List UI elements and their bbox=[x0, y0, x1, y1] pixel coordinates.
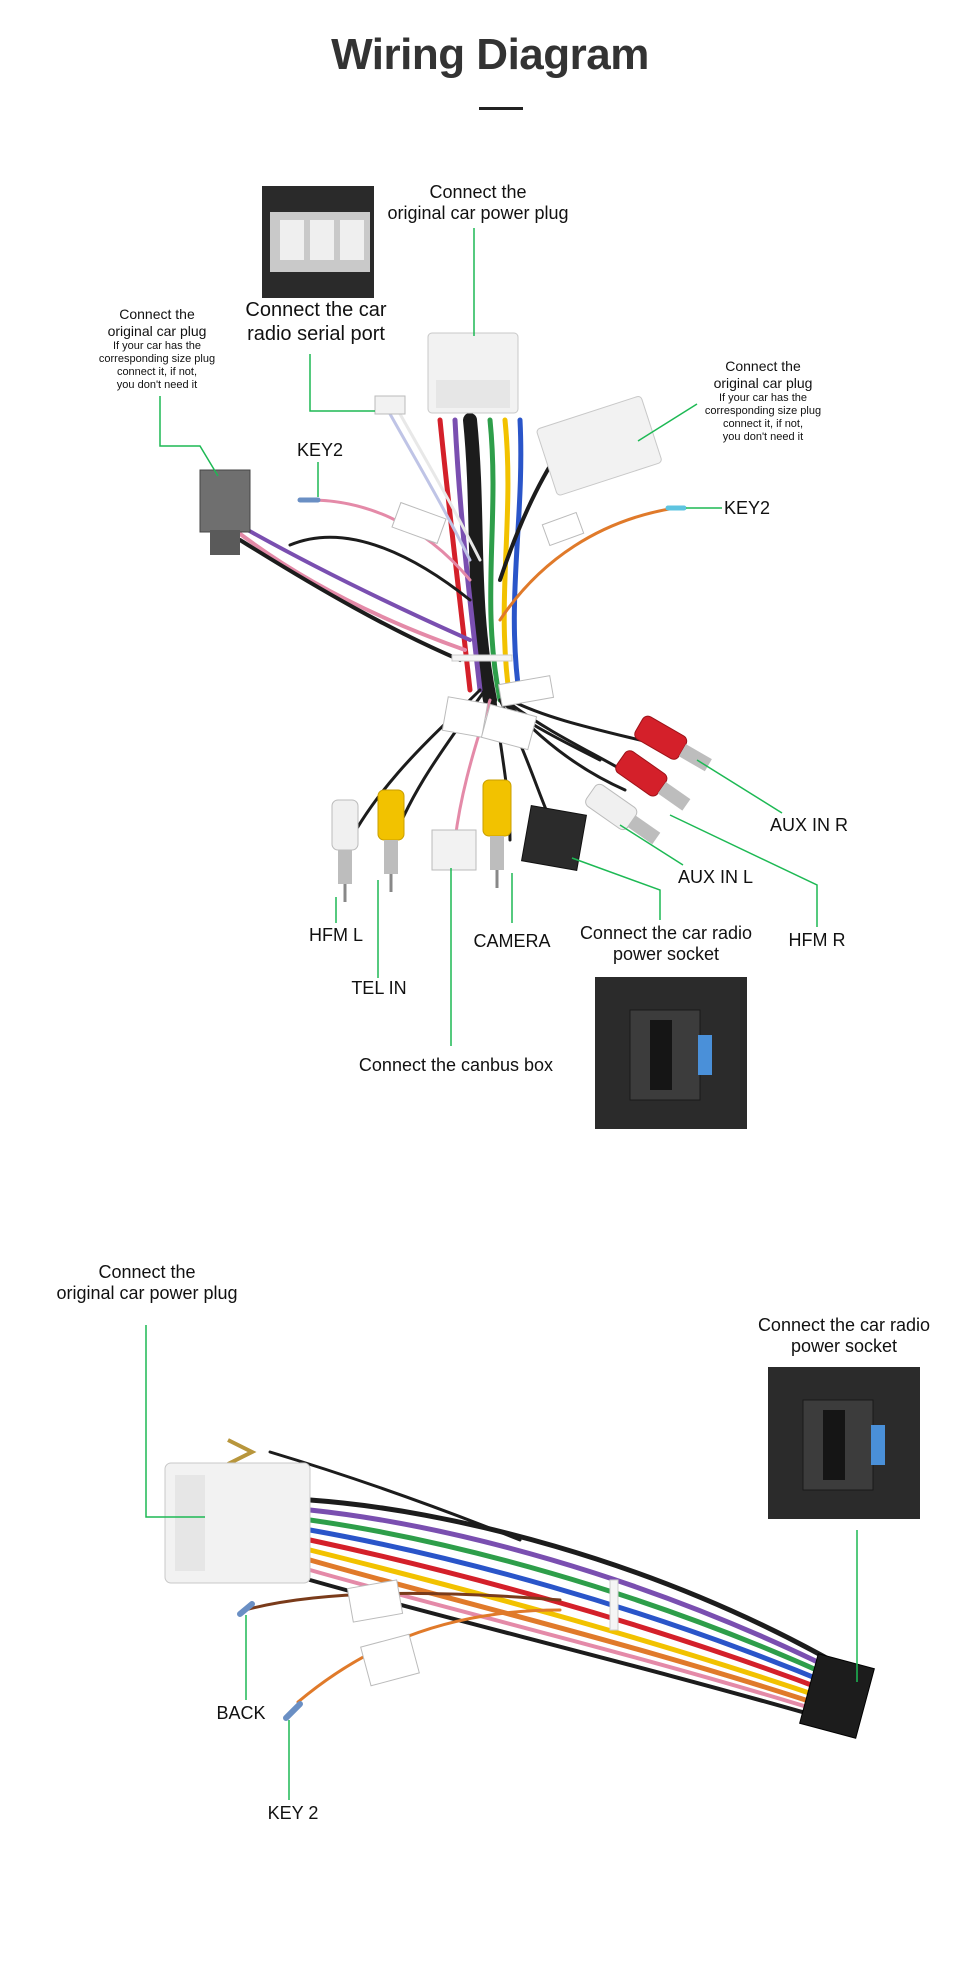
power-socket-photo bbox=[595, 977, 747, 1129]
note-line: connect it, if not, bbox=[116, 366, 198, 378]
ground-fork-terminal bbox=[227, 1438, 257, 1466]
key2-pin bbox=[283, 1701, 303, 1721]
wire-tag bbox=[391, 501, 447, 545]
label-line: Connect the car bbox=[245, 299, 387, 321]
wire-tag bbox=[480, 703, 538, 751]
label-aux-in-r: AUX IN R bbox=[770, 815, 849, 835]
back-pin bbox=[237, 1601, 255, 1617]
top-harness bbox=[159, 186, 818, 1129]
canbus-connector bbox=[431, 829, 477, 871]
back-wire-tag bbox=[346, 1579, 404, 1623]
label-key2-left: KEY2 bbox=[296, 440, 344, 460]
label-line: radio serial port bbox=[247, 323, 385, 345]
label-right-plug: Connect the original car plug If your ca… bbox=[690, 358, 836, 444]
title-underline bbox=[479, 107, 523, 110]
right-plug-note: If your car has the corresponding size p… bbox=[690, 392, 836, 444]
rca-aux-in-l bbox=[585, 783, 661, 845]
cable-tie bbox=[451, 654, 513, 662]
label-line: original car power plug bbox=[387, 203, 569, 223]
serial-port-plug bbox=[374, 395, 406, 415]
wire-tag bbox=[541, 511, 585, 547]
label-line: original car plug bbox=[107, 323, 207, 339]
top-wire-bundle bbox=[228, 403, 677, 852]
label-top-power-socket: Connect the car radio power socket bbox=[566, 923, 766, 965]
note-line: you don't need it bbox=[116, 379, 198, 391]
label-key2-right: KEY2 bbox=[724, 498, 771, 518]
label-line: Connect the bbox=[725, 358, 801, 374]
left-plug-note: If your car has the corresponding size p… bbox=[84, 340, 230, 392]
label-serial-port: Connect the car radio serial port bbox=[230, 298, 402, 346]
bottom-harness bbox=[145, 1325, 920, 1800]
label-line: power socket bbox=[790, 1336, 898, 1356]
bottom-wire-bundle bbox=[243, 1450, 833, 1722]
label-line: original car plug bbox=[713, 375, 813, 391]
label-aux-in-l: AUX IN L bbox=[678, 867, 754, 887]
label-hfm-r: HFM R bbox=[788, 930, 846, 950]
bottom-power-plug bbox=[164, 1462, 311, 1584]
cable-tie bbox=[609, 1579, 619, 1631]
label-left-plug: Connect the original car plug If your ca… bbox=[84, 306, 230, 392]
label-line: Connect the bbox=[98, 1262, 196, 1282]
label-line: Connect the car radio bbox=[579, 923, 753, 943]
key2-wire-tag bbox=[360, 1633, 420, 1687]
label-line: original car power plug bbox=[56, 1283, 238, 1303]
rca-camera bbox=[482, 779, 512, 888]
wire-tag bbox=[441, 696, 489, 738]
top-leader-lines bbox=[159, 228, 818, 1046]
label-bottom-power-plug: Connect the original car power plug bbox=[44, 1262, 250, 1304]
bottom-power-socket-photo bbox=[768, 1367, 920, 1519]
bottom-power-socket-connector bbox=[799, 1653, 875, 1739]
note-line: connect it, if not, bbox=[722, 418, 804, 430]
label-back: BACK bbox=[216, 1703, 266, 1723]
page-title: Wiring Diagram bbox=[331, 30, 649, 79]
serial-port-photo bbox=[262, 186, 374, 298]
label-line: power socket bbox=[612, 944, 720, 964]
label-tel-in: TEL IN bbox=[351, 978, 407, 998]
label-camera: CAMERA bbox=[473, 931, 551, 951]
left-original-plug bbox=[199, 469, 251, 555]
label-key2-bottom: KEY 2 bbox=[267, 1803, 319, 1823]
label-top-power-plug: Connect the original car power plug bbox=[370, 182, 586, 224]
note-line: If your car has the bbox=[718, 392, 808, 404]
power-socket-connector bbox=[520, 804, 588, 872]
note-line: corresponding size plug bbox=[704, 405, 822, 417]
right-original-plug bbox=[536, 396, 662, 496]
bottom-leader-lines bbox=[145, 1325, 858, 1800]
wire-tag bbox=[497, 675, 555, 707]
note-line: you don't need it bbox=[722, 431, 804, 443]
rca-hfm-r bbox=[615, 750, 691, 811]
rca-hfm-l bbox=[331, 799, 359, 902]
top-power-plug bbox=[427, 332, 519, 414]
note-line: If your car has the bbox=[112, 340, 202, 352]
label-line: Connect the bbox=[429, 182, 527, 202]
label-line: Connect the car radio bbox=[757, 1315, 931, 1335]
rca-tel-in bbox=[377, 789, 405, 892]
label-canbus: Connect the canbus box bbox=[358, 1055, 554, 1075]
label-line: Connect the bbox=[119, 306, 195, 322]
note-line: corresponding size plug bbox=[98, 353, 216, 365]
label-hfm-l: HFM L bbox=[309, 925, 363, 945]
label-bottom-power-socket: Connect the car radio power socket bbox=[743, 1315, 945, 1357]
